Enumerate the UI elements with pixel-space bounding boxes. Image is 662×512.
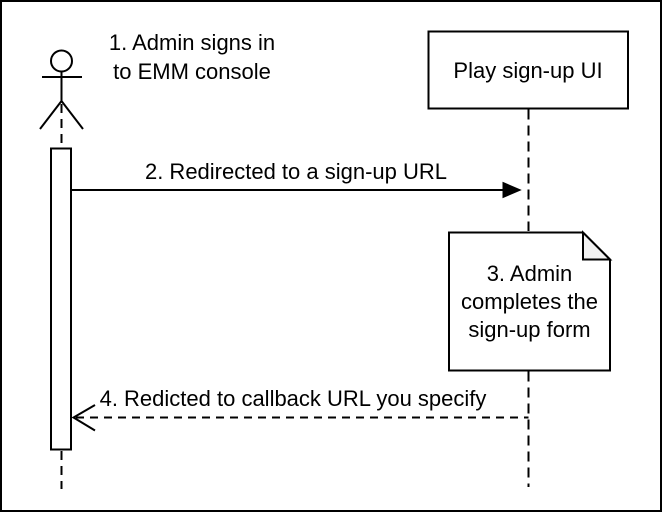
note-shape: [448, 230, 613, 372]
actor-icon: [39, 49, 84, 130]
actor-leg-left: [39, 100, 63, 130]
message-2-arrowhead-icon: [502, 181, 522, 199]
message-2-arrow: [71, 181, 522, 199]
participant-box: [427, 30, 629, 110]
message-4-label: 4. Redicted to callback URL you specify: [99, 386, 487, 411]
actor-activation-bar: [50, 147, 72, 451]
message-4-arrow: [71, 404, 529, 432]
message-4-arrowhead-icon: [71, 404, 96, 432]
actor-leg-right: [60, 100, 84, 130]
note-body: [448, 231, 611, 372]
actor-label: 1. Admin signs in to EMM console: [108, 30, 276, 84]
participant-label: Play sign-up UI: [453, 57, 603, 83]
message-2-label: 2. Redirected to a sign-up URL: [144, 159, 448, 184]
note-label: 3. Admin completes the sign-up form: [461, 260, 598, 342]
note-fold-icon: [582, 230, 613, 261]
